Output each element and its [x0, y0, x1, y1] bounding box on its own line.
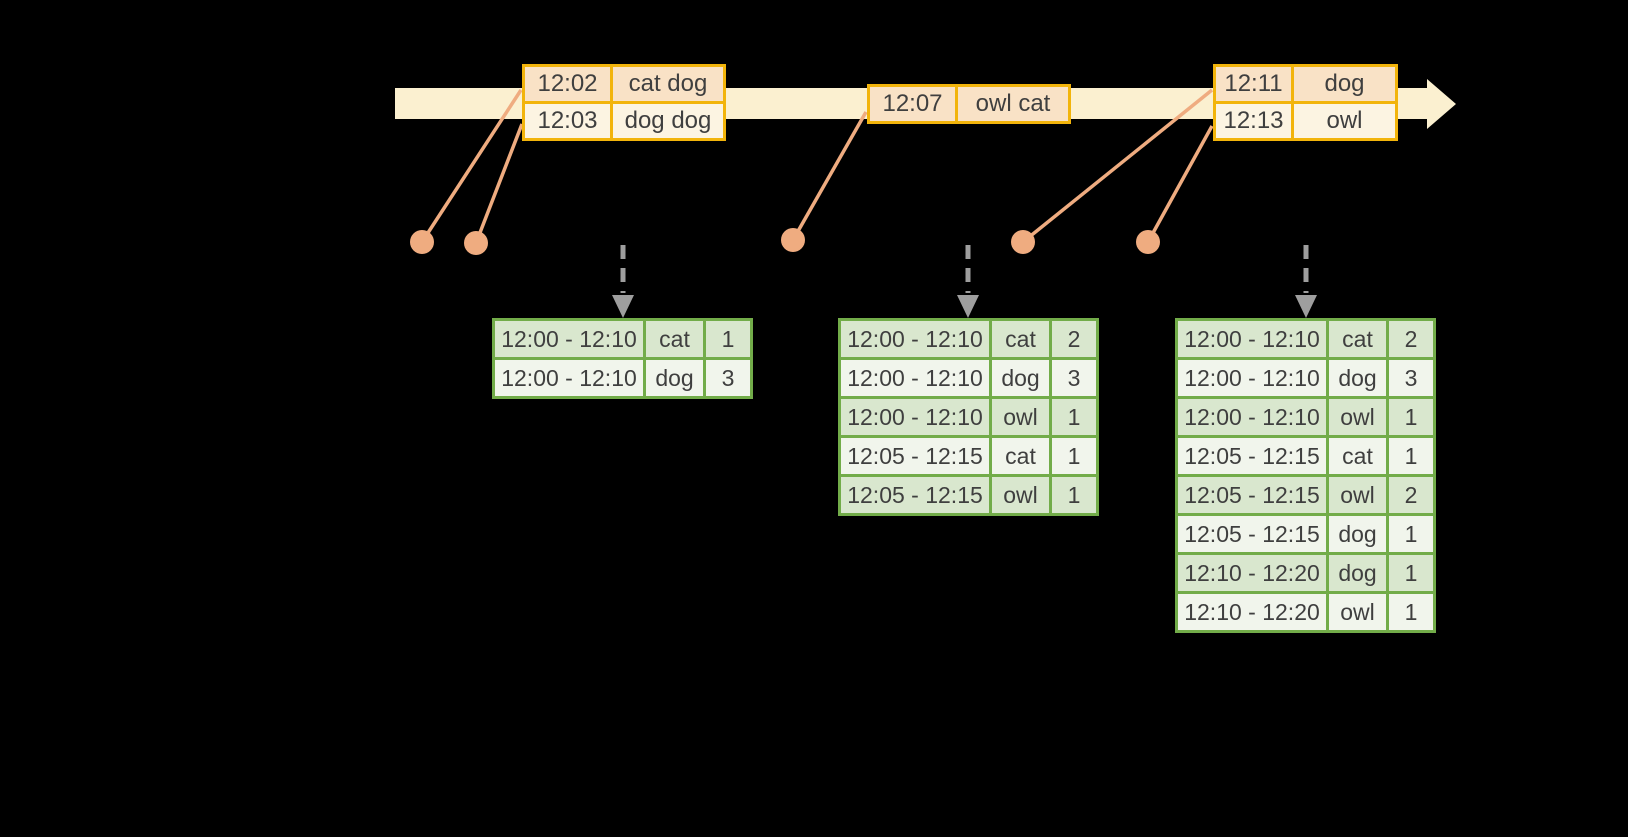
word-cell: owl — [992, 477, 1049, 513]
event-time: 12:02 — [525, 67, 610, 101]
word-cell: cat — [992, 321, 1049, 357]
count-cell: 1 — [706, 321, 750, 357]
window-cell: 12:05 - 12:15 — [841, 477, 989, 513]
event-words: owl cat — [958, 87, 1068, 121]
dashed-arrowhead-icon — [612, 295, 634, 318]
word-cell: dog — [646, 360, 703, 396]
count-cell: 1 — [1389, 555, 1433, 591]
window-cell: 12:00 - 12:10 — [1178, 399, 1326, 435]
event-time: 12:11 — [1216, 67, 1291, 101]
window-cell: 12:00 - 12:10 — [495, 360, 643, 396]
event-time: 12:07 — [870, 87, 955, 121]
connector-line — [791, 111, 868, 241]
window-cell: 12:00 - 12:10 — [1178, 360, 1326, 396]
window-cell: 12:05 - 12:15 — [841, 438, 989, 474]
window-cell: 12:05 - 12:15 — [1178, 477, 1326, 513]
word-cell: dog — [992, 360, 1049, 396]
window-cell: 12:05 - 12:15 — [1178, 516, 1326, 552]
connector-line — [420, 89, 523, 243]
count-cell: 3 — [1052, 360, 1096, 396]
count-cell: 1 — [1052, 438, 1096, 474]
window-cell: 12:00 - 12:10 — [841, 399, 989, 435]
word-cell: dog — [1329, 555, 1386, 591]
event-marker-dot — [1011, 230, 1035, 254]
word-cell: owl — [1329, 477, 1386, 513]
event-time: 12:13 — [1216, 104, 1291, 138]
event-words: dog — [1294, 67, 1395, 101]
word-cell: owl — [1329, 399, 1386, 435]
event-marker-dot — [1136, 230, 1160, 254]
count-cell: 1 — [1052, 477, 1096, 513]
event-table-2: 12:07 owl cat — [867, 84, 1071, 124]
event-marker-dot — [464, 231, 488, 255]
word-cell: dog — [1329, 360, 1386, 396]
word-cell: cat — [646, 321, 703, 357]
window-cell: 12:00 - 12:10 — [841, 360, 989, 396]
dashed-arrowhead-icon — [1295, 295, 1317, 318]
window-cell: 12:00 - 12:10 — [841, 321, 989, 357]
count-cell: 1 — [1389, 594, 1433, 630]
result-table-2: 12:00 - 12:10 cat 2 12:00 - 12:10 dog 3 … — [838, 318, 1099, 516]
count-cell: 1 — [1389, 438, 1433, 474]
connector-line — [1021, 88, 1214, 244]
event-words: cat dog — [613, 67, 723, 101]
event-words: owl — [1294, 104, 1395, 138]
word-cell: cat — [1329, 438, 1386, 474]
window-cell: 12:10 - 12:20 — [1178, 555, 1326, 591]
window-cell: 12:00 - 12:10 — [495, 321, 643, 357]
event-marker-dot — [410, 230, 434, 254]
window-cell: 12:05 - 12:15 — [1178, 438, 1326, 474]
event-marker-dot — [781, 228, 805, 252]
event-table-3: 12:11 dog 12:13 owl — [1213, 64, 1398, 141]
timeline-arrowhead-icon — [1427, 79, 1456, 129]
result-table-3: 12:00 - 12:10 cat 2 12:00 - 12:10 dog 3 … — [1175, 318, 1436, 633]
count-cell: 2 — [1389, 321, 1433, 357]
event-words: dog dog — [613, 104, 723, 138]
count-cell: 1 — [1389, 516, 1433, 552]
count-cell: 3 — [1389, 360, 1433, 396]
word-cell: owl — [992, 399, 1049, 435]
word-cell: cat — [992, 438, 1049, 474]
count-cell: 2 — [1389, 477, 1433, 513]
window-cell: 12:00 - 12:10 — [1178, 321, 1326, 357]
count-cell: 3 — [706, 360, 750, 396]
count-cell: 2 — [1052, 321, 1096, 357]
count-cell: 1 — [1389, 399, 1433, 435]
result-table-1: 12:00 - 12:10 cat 1 12:00 - 12:10 dog 3 — [492, 318, 753, 399]
window-cell: 12:10 - 12:20 — [1178, 594, 1326, 630]
connector-line — [474, 123, 524, 244]
dashed-arrowhead-icon — [957, 295, 979, 318]
event-table-1: 12:02 cat dog 12:03 dog dog — [522, 64, 726, 141]
connector-line — [1146, 125, 1214, 243]
word-cell: dog — [1329, 516, 1386, 552]
word-cell: cat — [1329, 321, 1386, 357]
count-cell: 1 — [1052, 399, 1096, 435]
word-cell: owl — [1329, 594, 1386, 630]
event-time: 12:03 — [525, 104, 610, 138]
